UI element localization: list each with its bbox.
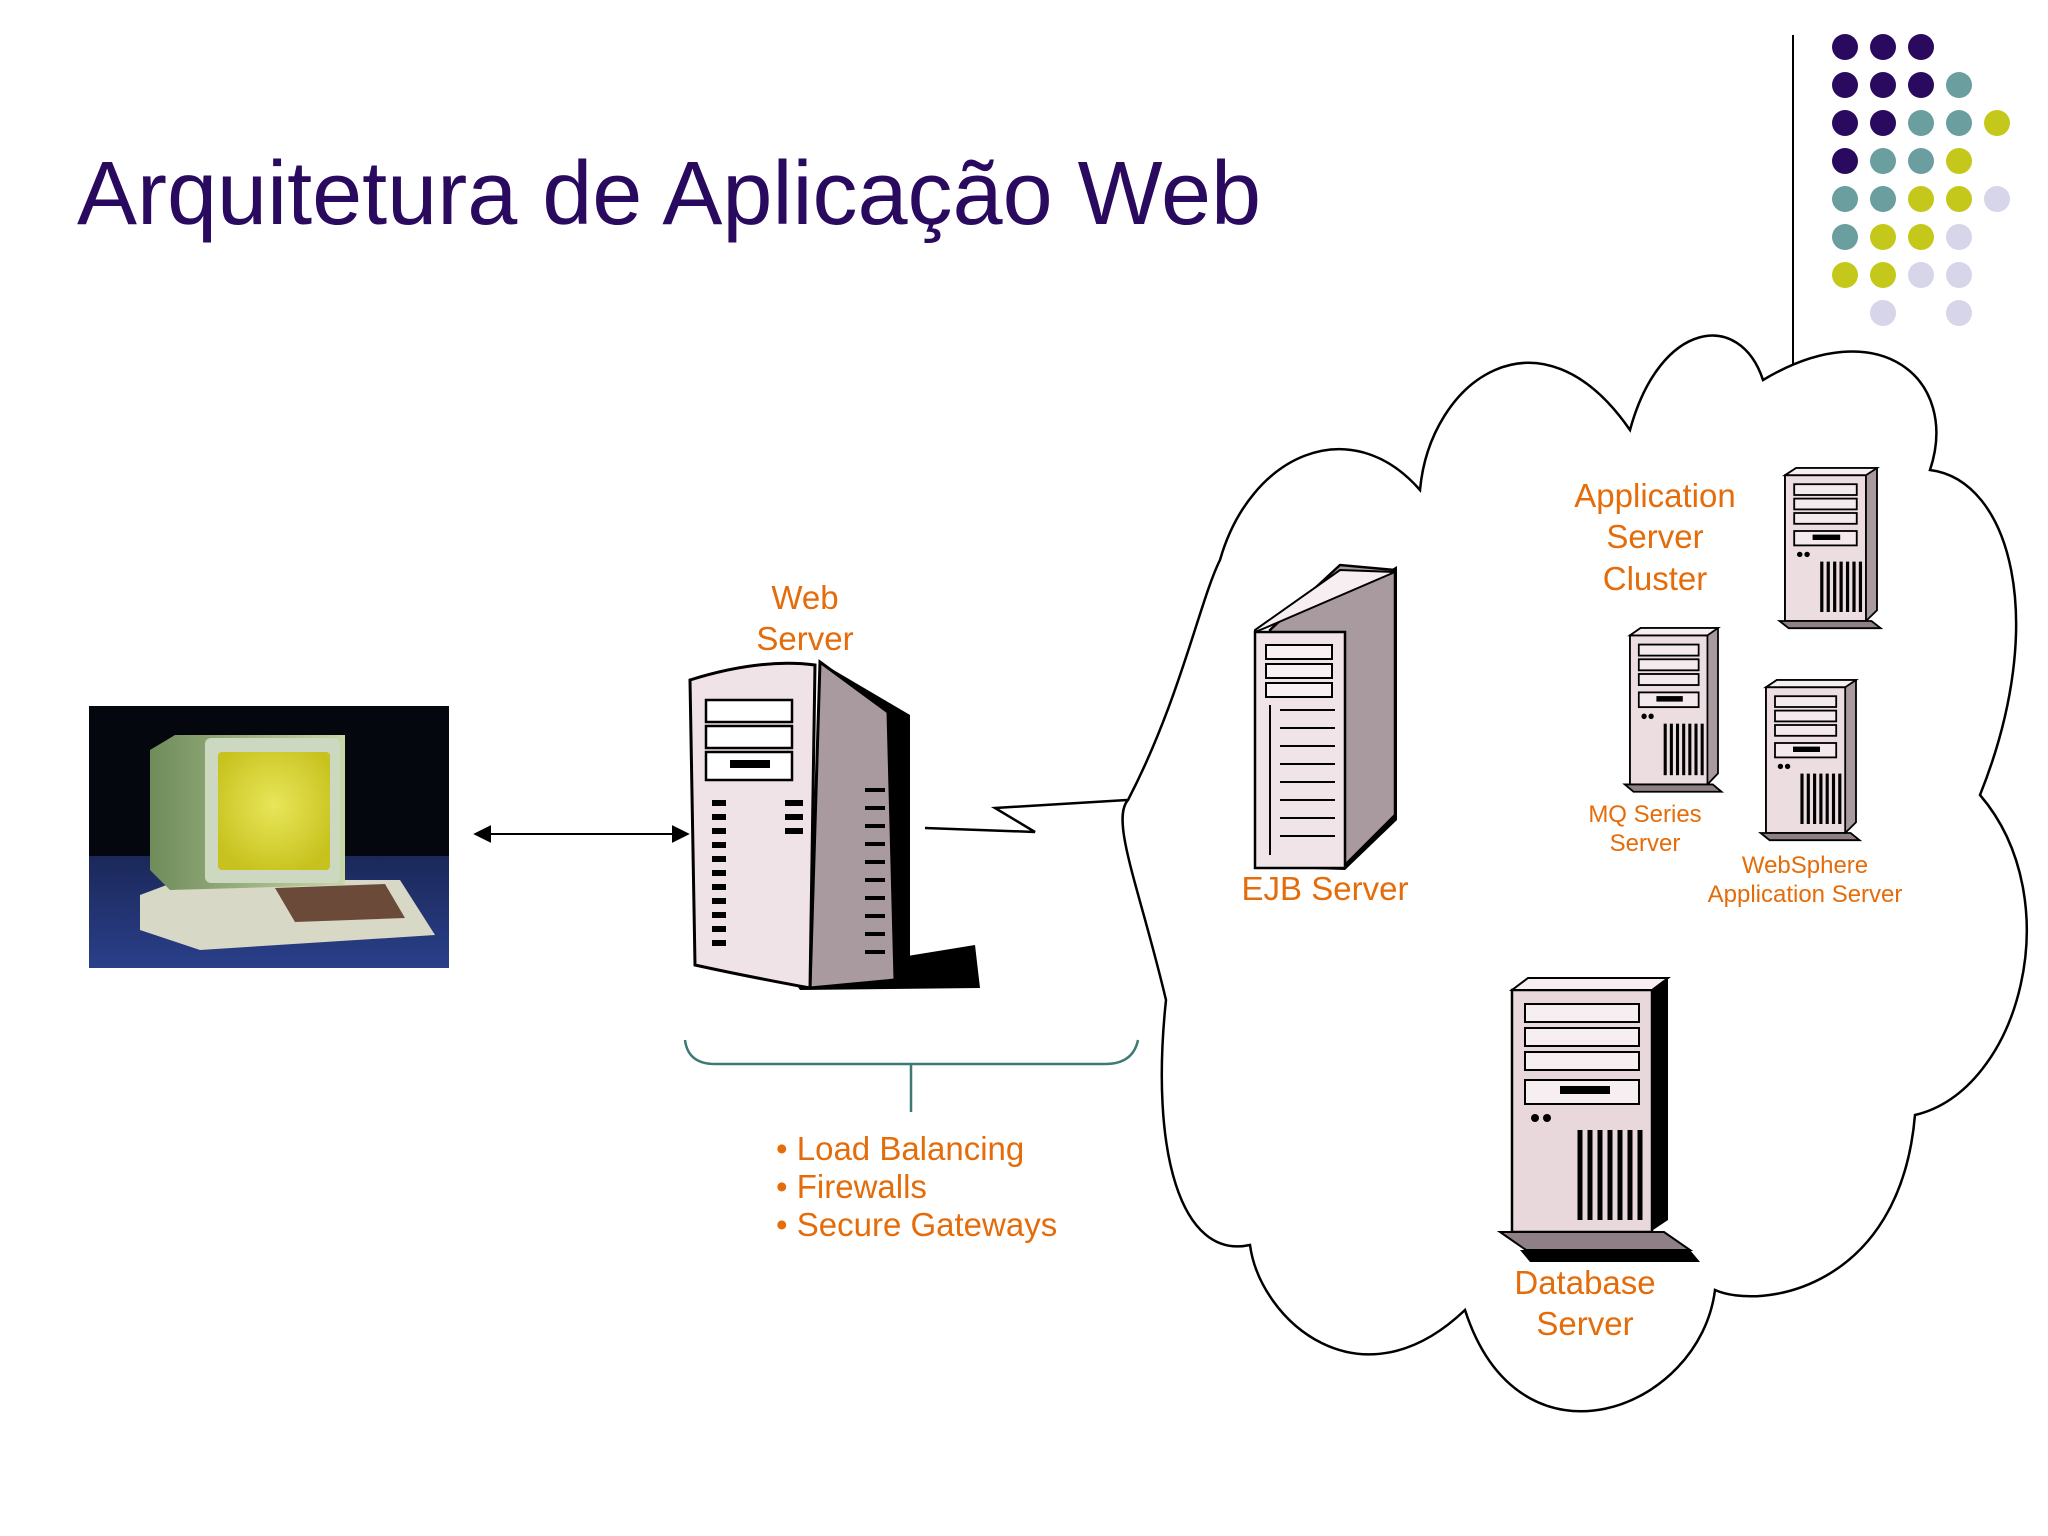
websphere-label: WebSphere Application Server [1707, 852, 1903, 908]
mq-server-label: MQ Series Server [1588, 801, 1702, 857]
edge-services-list: Load Balancing Firewalls Secure Gateways [776, 1130, 1057, 1244]
client-computer-icon [89, 706, 449, 968]
app-cluster-label: Application Server Cluster [1574, 477, 1736, 597]
cluster-server-icon [1777, 466, 1883, 630]
mq-server-icon [1623, 626, 1724, 794]
slide-title: Arquitetura de Aplicação Web [77, 144, 1262, 244]
database-server-label: Database Server [1514, 1264, 1656, 1343]
webserver-cloud-connector [924, 798, 1128, 834]
ejb-server-icon [1253, 563, 1397, 870]
list-item: Load Balancing [776, 1130, 1057, 1168]
ejb-server-label: EJB Server [1241, 870, 1409, 907]
edge-services-brace [683, 1039, 1140, 1112]
database-server-icon [1496, 977, 1700, 1262]
list-item: Secure Gateways [776, 1206, 1057, 1244]
web-server-label: Web Server [756, 579, 854, 658]
websphere-server-icon [1759, 678, 1862, 842]
list-item: Firewalls [776, 1168, 1057, 1206]
web-server-icon [688, 659, 980, 990]
decorative-dot-grid [1832, 34, 2010, 326]
